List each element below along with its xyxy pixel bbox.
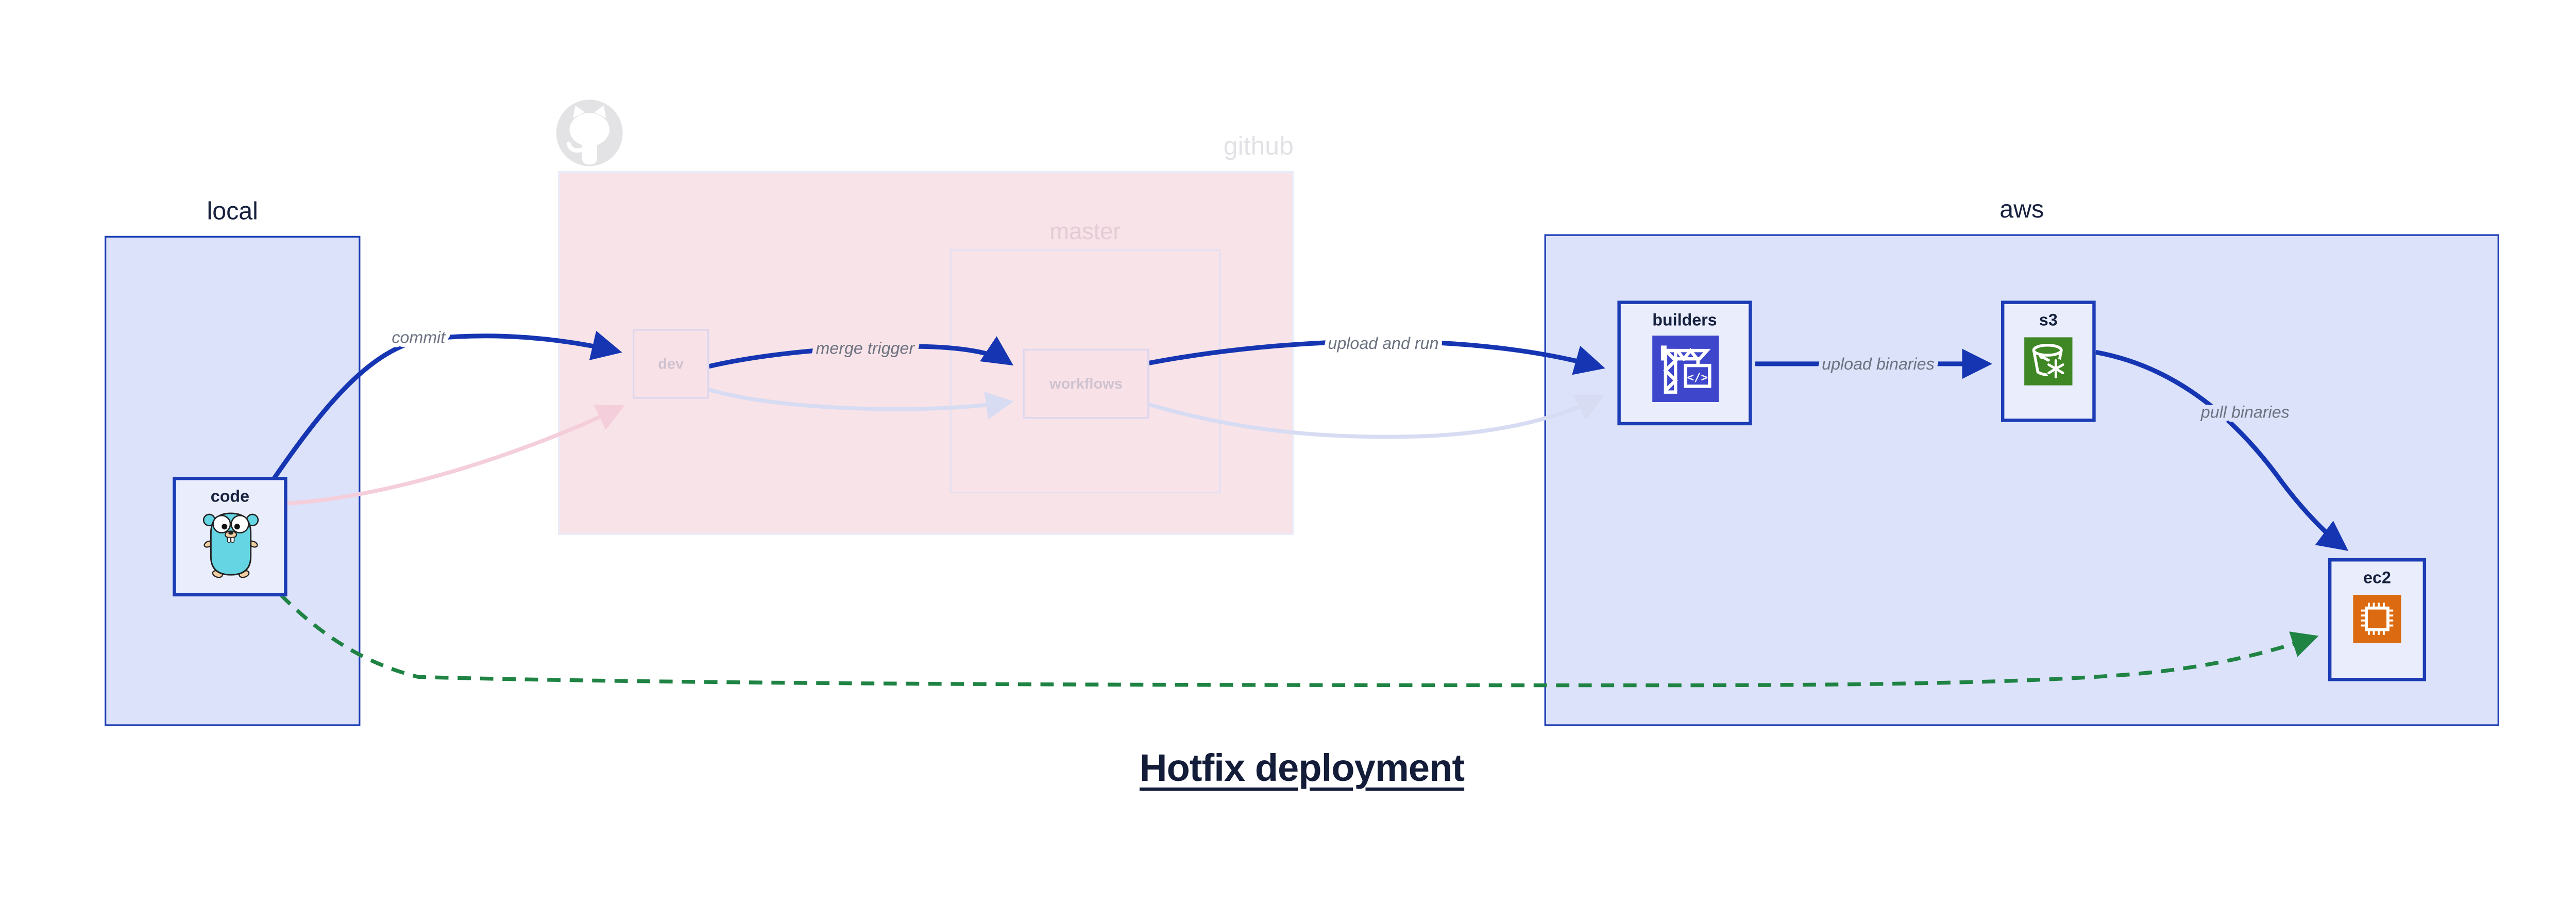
github-zone-label: github — [1223, 132, 1294, 161]
node-code: code — [173, 477, 287, 597]
aws-s3-glacier-bucket-icon — [2004, 337, 2092, 386]
node-ec2-label: ec2 — [2363, 570, 2391, 589]
diagram-title: Hotfix deployment — [1139, 746, 1465, 790]
node-builders-label: builders — [1652, 312, 1717, 331]
node-dev: dev — [633, 329, 709, 399]
edge-label-commit: commit — [392, 328, 446, 347]
node-builders: builders </> — [1617, 300, 1752, 426]
local-zone-label: local — [207, 197, 258, 226]
svg-text:</>: </> — [1686, 371, 1707, 385]
node-s3-label: s3 — [2039, 312, 2058, 331]
node-workflows: workflows — [1023, 348, 1149, 419]
aws-ec2-chip-icon — [2331, 594, 2422, 643]
aws-codebuild-icon: </> — [1621, 336, 1749, 403]
aws-zone-label: aws — [1999, 196, 2044, 225]
go-gopher-icon — [176, 507, 284, 580]
node-dev-label: dev — [658, 355, 684, 372]
edge-label-upload-and-run: upload and run — [1328, 334, 1438, 353]
node-ec2: ec2 — [2328, 558, 2427, 681]
node-code-label: code — [210, 488, 250, 507]
master-branch-label: master — [1049, 218, 1121, 244]
node-workflows-label: workflows — [1049, 375, 1123, 392]
master-branch-box — [950, 249, 1221, 494]
github-octocat-icon — [555, 98, 624, 168]
node-s3: s3 — [2001, 300, 2096, 422]
